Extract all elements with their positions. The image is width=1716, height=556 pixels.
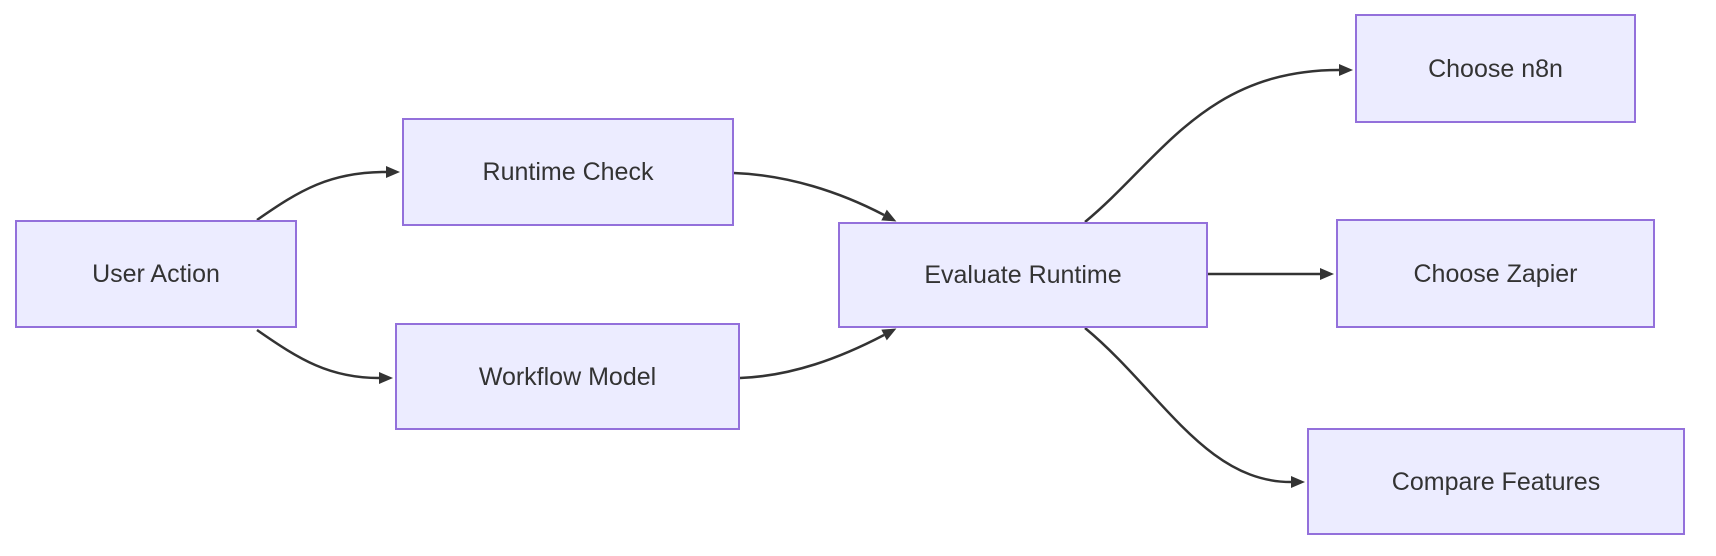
node-label: Compare Features <box>1391 467 1601 496</box>
node-label: Evaluate Runtime <box>924 261 1122 289</box>
edge-evaluate-runtime-to-compare-features <box>1084 327 1305 488</box>
node-label: Workflow Model <box>478 362 657 391</box>
edge-user-action-to-workflow-model <box>256 328 393 384</box>
node-compare-features: Compare Features <box>1307 428 1685 535</box>
node-user-action: User Action <box>15 220 297 328</box>
node-workflow-model: Workflow Model <box>395 323 740 430</box>
node-evaluate-runtime: Evaluate Runtime <box>838 222 1208 328</box>
edge-workflow-model-to-evaluate-runtime <box>739 328 897 380</box>
edge-runtime-check-to-evaluate-runtime <box>733 171 897 222</box>
node-choose-zapier: Choose Zapier <box>1336 219 1655 328</box>
node-label: Choose Zapier <box>1413 259 1578 288</box>
node-label: Choose n8n <box>1428 54 1563 83</box>
node-label: User Action <box>92 260 220 288</box>
edge-evaluate-runtime-to-choose-n8n <box>1084 64 1353 223</box>
edge-user-action-to-runtime-check <box>256 166 400 222</box>
node-runtime-check: Runtime Check <box>402 118 734 226</box>
node-choose-n8n: Choose n8n <box>1355 14 1636 123</box>
node-label: Runtime Check <box>482 158 654 186</box>
